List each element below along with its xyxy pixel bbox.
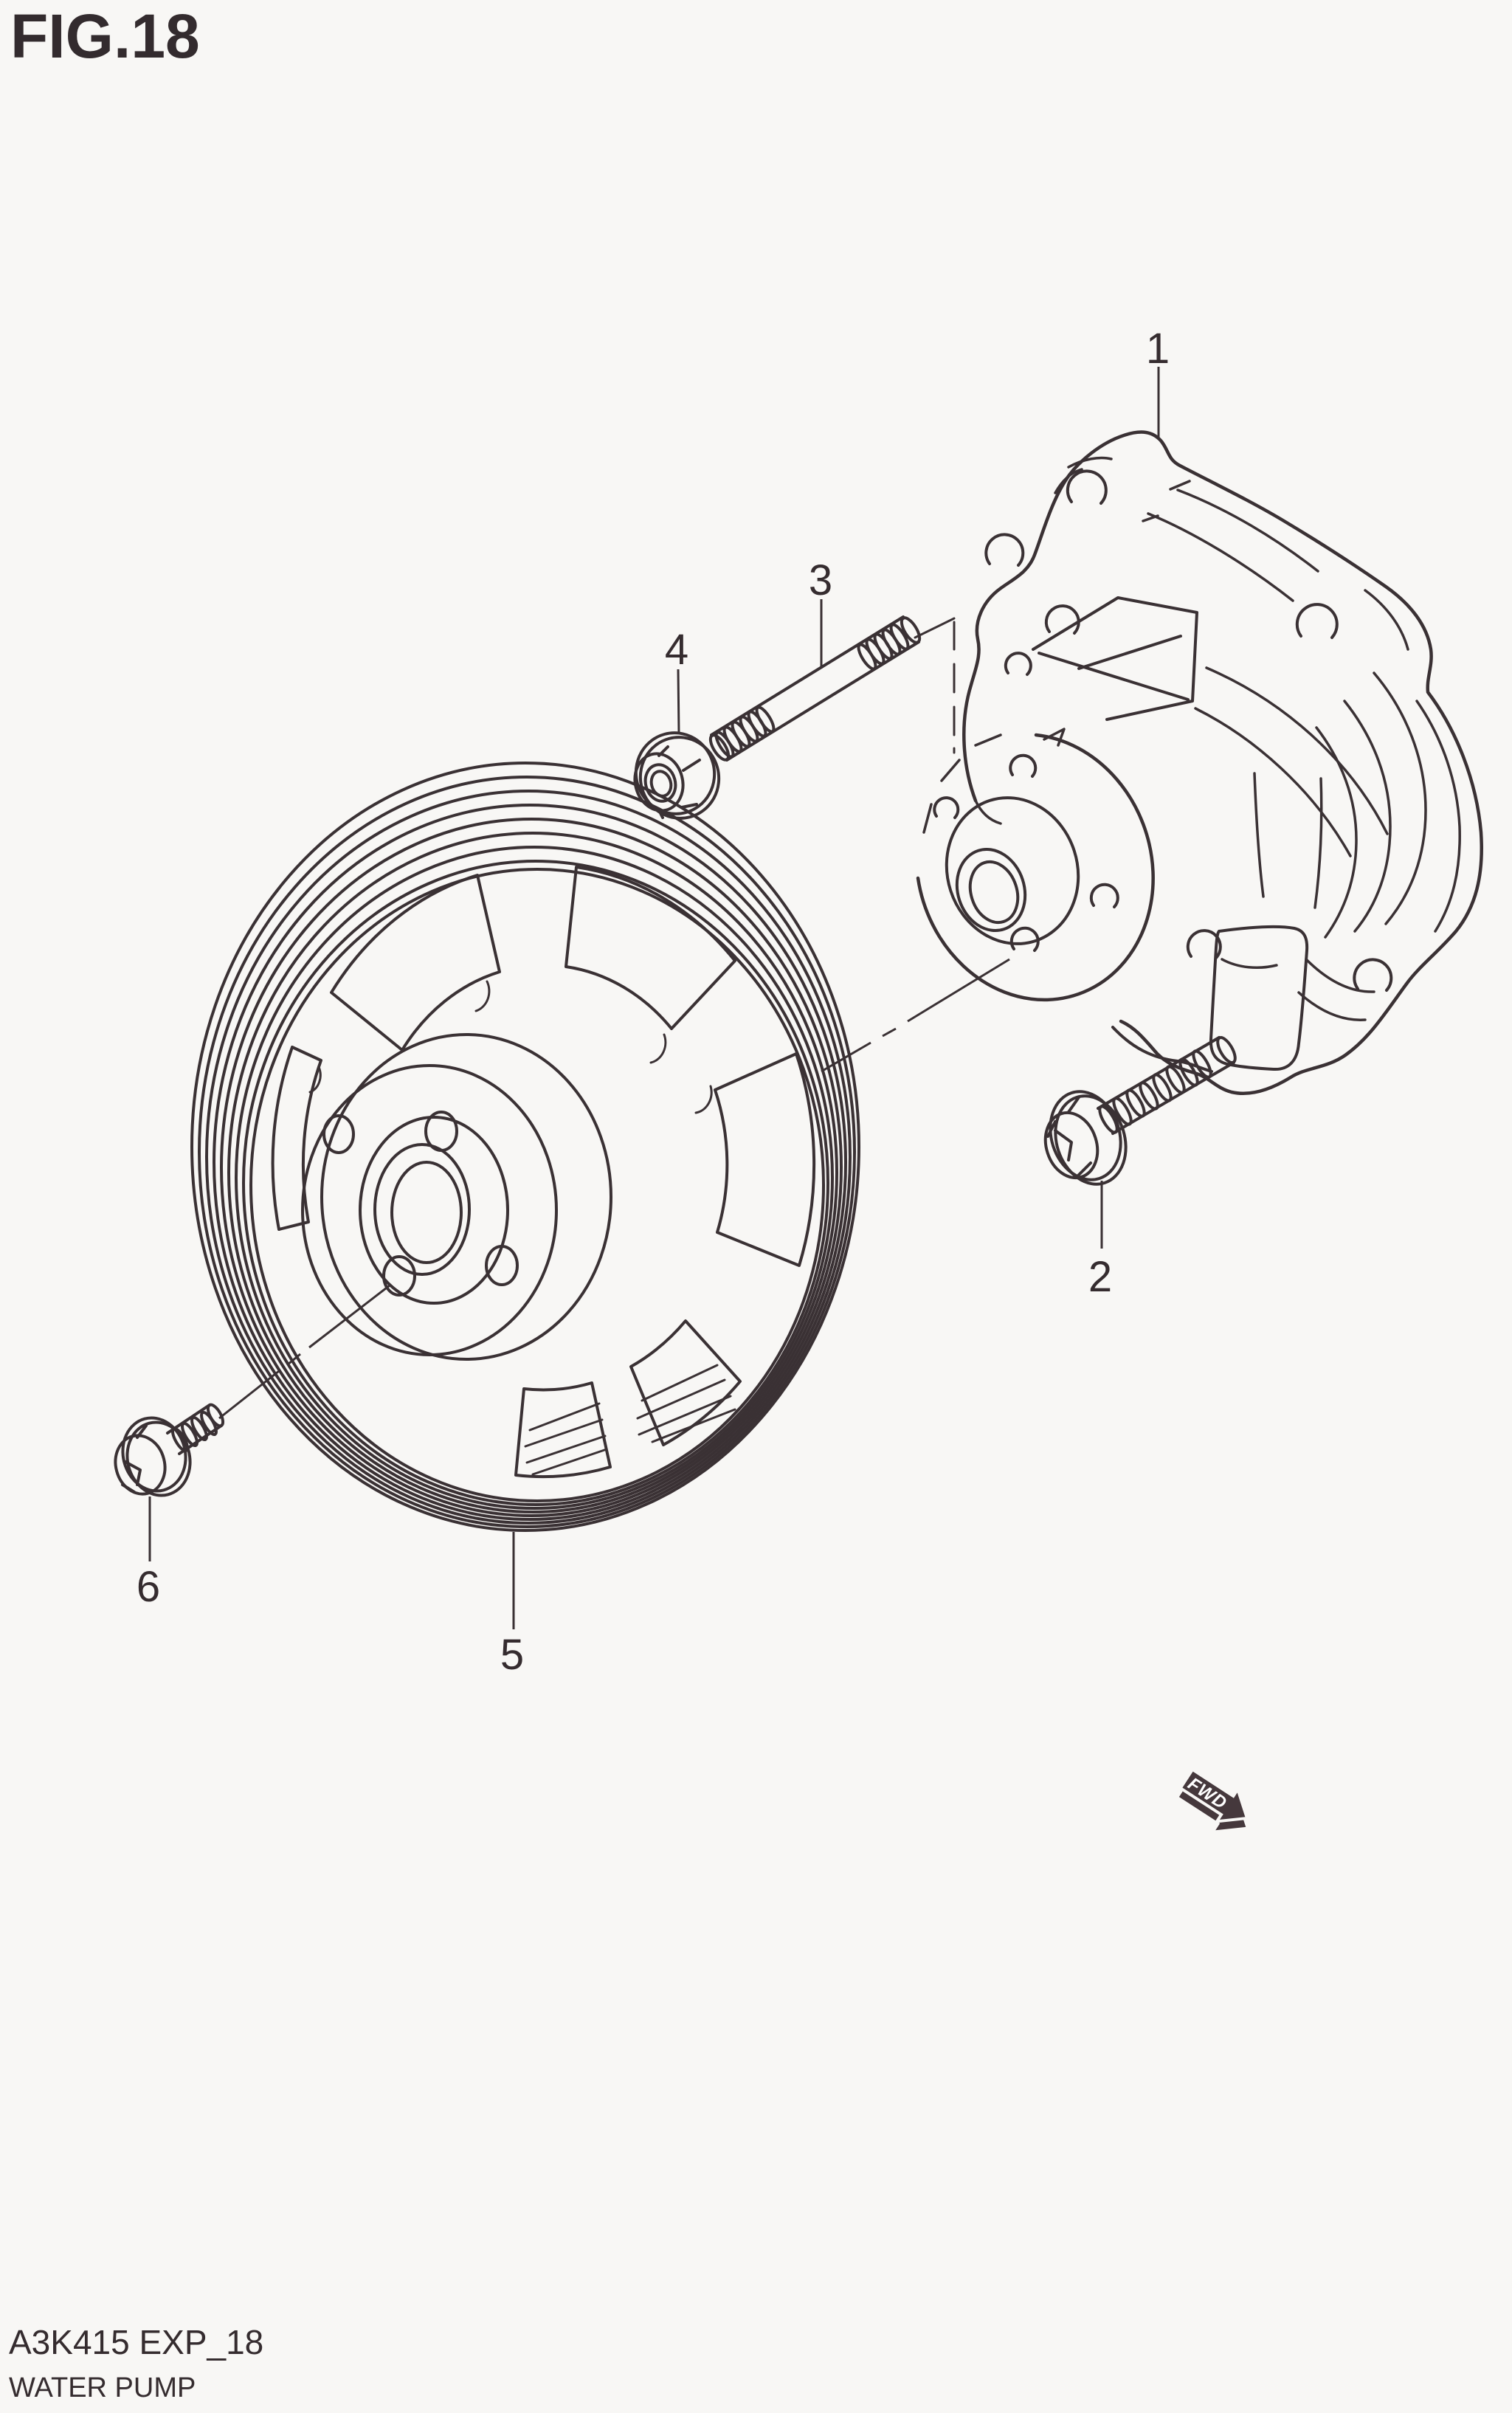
pulley-face-accents <box>308 980 713 1114</box>
pump-inlet-boss <box>1032 596 1198 721</box>
callout-1: 1 <box>1146 325 1170 438</box>
callout-2: 2 <box>1088 1181 1112 1301</box>
pulley-bolt-drawing <box>114 1403 225 1497</box>
callout-4-label: 4 <box>665 626 688 674</box>
pulley-drawing <box>190 762 860 1532</box>
stud-bolt-threads <box>714 623 910 759</box>
callout-2-label: 2 <box>1088 1253 1112 1301</box>
figure-title: FIG.18 <box>10 1 200 71</box>
callout-5-label: 5 <box>500 1631 524 1679</box>
pulley-window-hatching <box>524 1364 736 1476</box>
callout-4: 4 <box>665 626 688 735</box>
pump-spout <box>1111 925 1393 1073</box>
callout-5: 5 <box>500 1532 524 1679</box>
callout-1-label: 1 <box>1146 325 1170 373</box>
pump-plate-ear-holes <box>984 469 1108 676</box>
callout-3-label: 3 <box>809 556 832 604</box>
flange-bolt-threads <box>1098 1049 1212 1134</box>
pulley-hub <box>301 1033 612 1361</box>
callout-6: 6 <box>137 1497 160 1611</box>
stud-bolt-drawing <box>708 615 922 762</box>
pump-plate-details <box>974 456 1191 825</box>
pump-hub-flange <box>916 728 1155 1002</box>
pump-phantom-lines <box>914 617 956 754</box>
callout-6-label: 6 <box>137 1563 160 1611</box>
pump-arm-details <box>1147 489 1409 651</box>
water-pump-drawing <box>914 430 1483 1096</box>
pulley-rim-grooves <box>190 762 860 1532</box>
pump-knuckle-ear-hole <box>1295 603 1339 639</box>
pump-outline <box>962 430 1483 1096</box>
pulley-windows <box>271 866 816 1479</box>
fwd-arrow-icon: FWD <box>1178 1767 1249 1831</box>
callout-3: 3 <box>809 556 832 669</box>
flange-bolt-drawing <box>1043 1036 1237 1186</box>
footer-code: A3K415 EXP_18 <box>9 2323 263 2361</box>
footer-name: WATER PUMP <box>9 2372 196 2403</box>
assembly-centerlines <box>218 958 1010 1420</box>
pump-volute-curves <box>1194 666 1461 1021</box>
flange-nut-drawing <box>633 731 721 820</box>
